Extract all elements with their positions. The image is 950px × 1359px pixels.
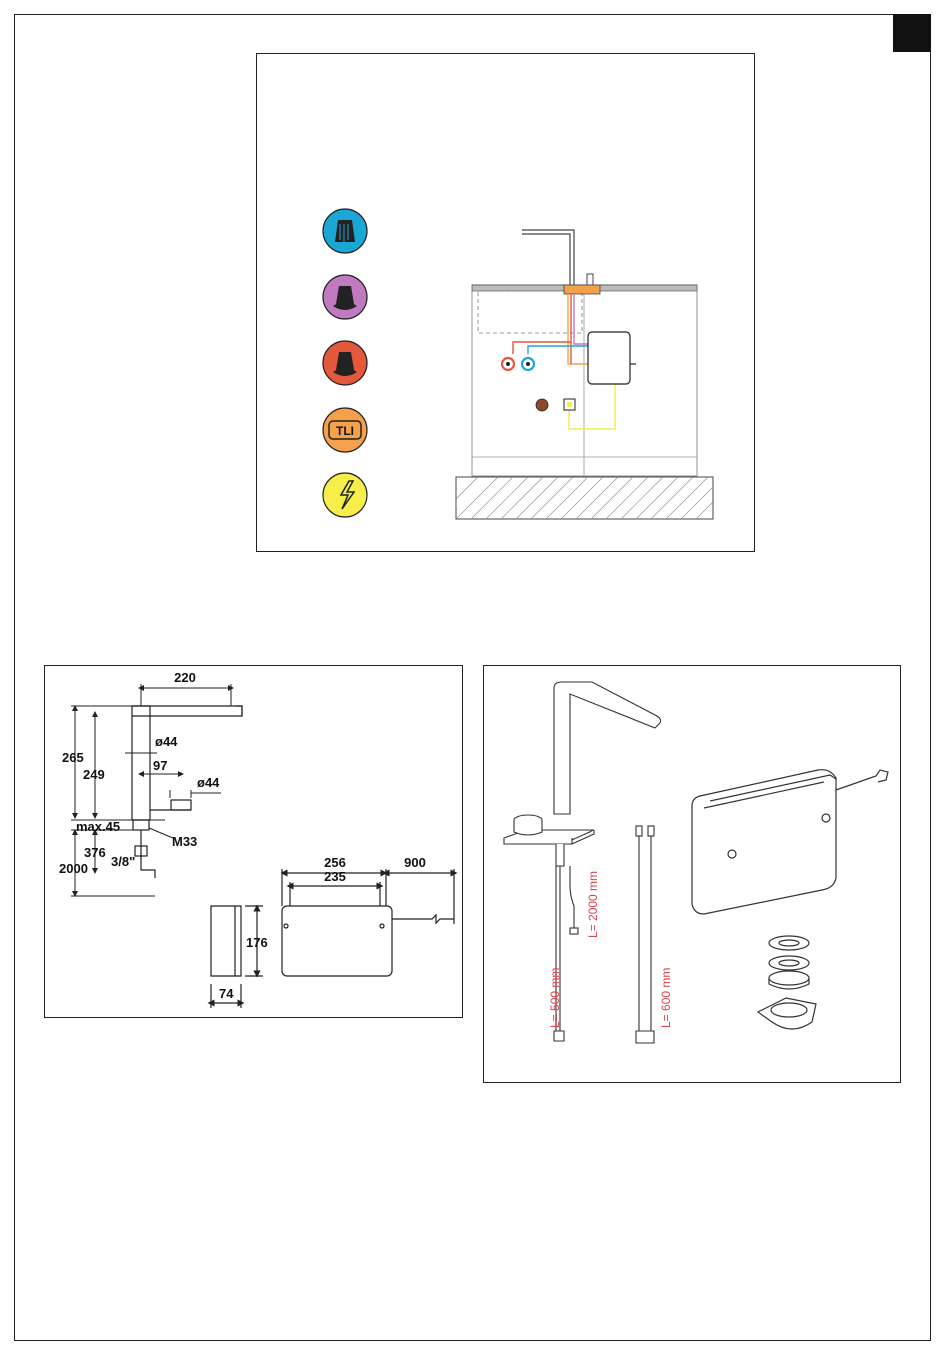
parts-drawing: L= 2000 mm L= 500 mm L= 600 mm: [484, 666, 902, 1084]
control-box-front-view: [282, 869, 454, 976]
control-box-drawing: [588, 332, 630, 384]
lever-diameter-label: ø44: [197, 775, 220, 790]
box-depth-label: 74: [219, 986, 234, 1001]
faucet-side-view: [132, 706, 242, 878]
dimensions-panel: 220 265 249 ø44 97 ø44 max.45 M33 376 20…: [44, 665, 463, 1018]
drain-marker: [536, 399, 548, 411]
dimensions-drawing: 220 265 249 ø44 97 ø44 max.45 M33 376 20…: [45, 666, 464, 1019]
flexible-hoses-part: [636, 826, 654, 1043]
box-width-inner-label: 235: [324, 869, 346, 884]
hose-length-a-label: 376: [84, 845, 106, 860]
section-tab-marker: [893, 14, 931, 52]
hose-short-length-text: L= 500 mm: [548, 968, 562, 1028]
lever-offset-label: 97: [153, 758, 167, 773]
cable-length-text: L= 2000 mm: [586, 871, 600, 938]
mounting-parts: [758, 936, 816, 1029]
power-icon: [323, 473, 367, 517]
thread-label: M33: [172, 834, 197, 849]
faucet-part: [504, 682, 661, 1041]
box-height-label: 176: [246, 935, 268, 950]
tli-icon: TLI: [323, 408, 367, 452]
hose-long-length-text: L= 600 mm: [659, 968, 673, 1028]
cabinet-drawing: [456, 285, 713, 519]
total-height-label: 265: [62, 750, 84, 765]
parts-panel: L= 2000 mm L= 500 mm L= 600 mm: [483, 665, 901, 1083]
installation-diagram: TLI: [257, 54, 756, 553]
body-height-label: 249: [83, 767, 105, 782]
body-diameter-label: ø44: [155, 734, 178, 749]
installation-diagram-panel: TLI: [256, 53, 755, 552]
tli-icon-label: TLI: [336, 424, 354, 438]
control-box-part: [692, 770, 888, 914]
cable-length-label: 900: [404, 855, 426, 870]
faucet-drawing: [522, 230, 600, 294]
max-counter-label: max.45: [76, 819, 120, 834]
hose-thread-label: 3/8": [111, 854, 135, 869]
spout-reach-label: 220: [174, 670, 196, 685]
mixed-water-icon: [323, 275, 367, 319]
box-width-outer-label: 256: [324, 855, 346, 870]
cold-water-icon: [323, 209, 367, 253]
hose-length-b-label: 2000: [59, 861, 88, 876]
hot-water-icon: [323, 341, 367, 385]
